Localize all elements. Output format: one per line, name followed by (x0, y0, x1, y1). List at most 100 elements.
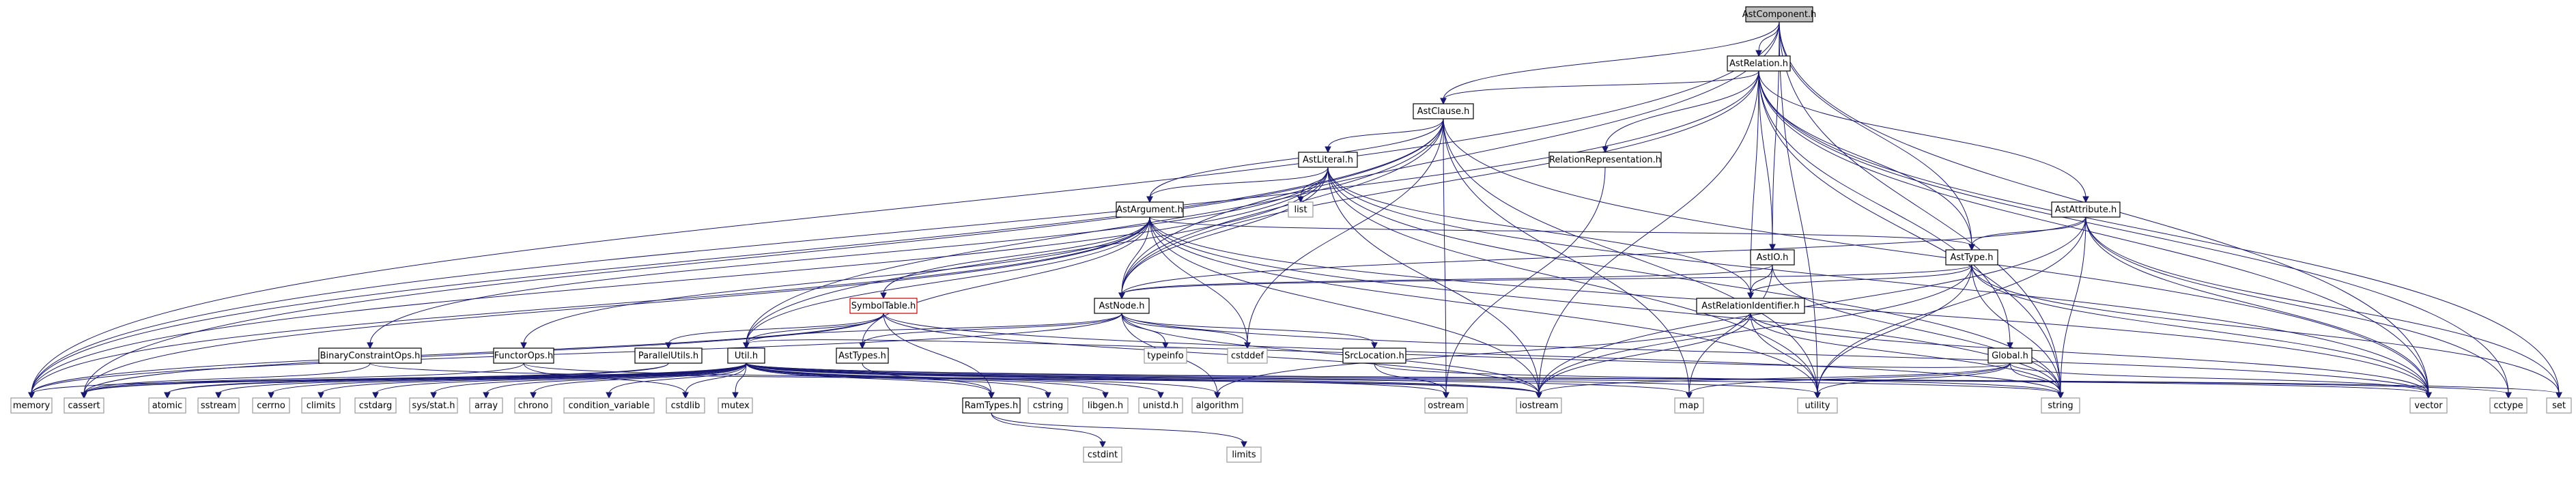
edge-astargument-h-to-string (1149, 216, 2064, 399)
node-astliteral-h[interactable]: AstLiteral.h (1298, 152, 1358, 168)
node-util-h[interactable]: Util.h (727, 347, 765, 364)
edge-line (2009, 362, 2061, 395)
node-box (1288, 201, 1314, 218)
edge-line (608, 362, 747, 395)
edge-line (31, 70, 1759, 395)
edge-line (1443, 118, 1690, 395)
node-cctype: cctype (2489, 397, 2528, 414)
arrowhead (1968, 244, 1975, 251)
node-binaryconstraintops-h[interactable]: BinaryConstraintOps.h (318, 347, 422, 364)
edge-line (1817, 264, 1972, 395)
node-box (2546, 397, 2572, 414)
edge-asttype-h-to-astrelationidentifier-h (1747, 264, 1972, 300)
node-astattribute-h[interactable]: AstAttribute.h (2051, 201, 2121, 218)
node-label: climits (307, 401, 336, 411)
edge-line (1149, 216, 1248, 345)
edge-astrelation-h-to-astclause-h (1440, 70, 1759, 105)
arrowhead (1602, 146, 1609, 154)
edge-line (1971, 216, 2086, 246)
edge-util-h-to-cstdlib (682, 362, 747, 399)
node-parallelutils-h[interactable]: ParallelUtils.h (634, 347, 703, 364)
node-label: cctype (2493, 401, 2523, 411)
node-cstdlib: cstdlib (666, 397, 705, 414)
node-relationrepresentation-h[interactable]: RelationRepresentation.h (1548, 152, 1662, 168)
edge-line (746, 362, 1049, 395)
node-box (2051, 201, 2121, 218)
edge-line (746, 362, 992, 395)
edge-line (1121, 313, 1248, 345)
node-label: cstdint (1088, 450, 1118, 460)
node-iostream: iostream (1516, 397, 1562, 414)
node-label: cassert (68, 401, 100, 411)
edge-util-h-to-array (483, 362, 747, 399)
arrowhead (1755, 50, 1762, 57)
edge-line (746, 362, 1818, 395)
node-astrelationidentifier-h[interactable]: AstRelationIdentifier.h (1696, 298, 1805, 314)
node-ramtypes-h[interactable]: RamTypes.h (962, 397, 1021, 414)
node-label: AstRelationIdentifier.h (1701, 301, 1799, 311)
arrowhead (1814, 392, 1821, 399)
edge-asttype-h-to-set (1971, 264, 2562, 399)
edge-line (746, 313, 1122, 345)
node-box (666, 397, 705, 414)
edge-line (433, 362, 747, 395)
edge-line (1247, 118, 1444, 345)
edge-astliteral-h-to-vector (1327, 167, 2432, 399)
node-label: Global.h (1992, 351, 2028, 361)
edge-asttype-h-to-utility (1814, 264, 1972, 399)
node-functorops-h[interactable]: FunctorOps.h (493, 347, 554, 364)
edge-line (485, 362, 747, 395)
nodes-layer: AstComponent.hAstRelation.hAstClause.hAs… (10, 6, 2572, 463)
node-chrono: chrono (514, 397, 552, 414)
node-symboltable-h[interactable]: SymbolTable.h (849, 298, 918, 314)
edge-astnode-h-to-cstddef (1121, 313, 1251, 350)
arrowhead (606, 392, 612, 399)
node-label: sys/stat.h (412, 401, 455, 411)
node-srclocation-h[interactable]: SrcLocation.h (1342, 347, 1406, 364)
edge-line (1758, 70, 2061, 395)
node-box (836, 347, 889, 364)
edge-line (1121, 264, 1773, 295)
edge-line (746, 362, 1161, 395)
node-asttypes-h[interactable]: AstTypes.h (836, 347, 889, 364)
node-box (409, 397, 458, 414)
edge-line (1374, 362, 2061, 395)
node-box (197, 397, 240, 414)
node-cstdarg: cstdarg (354, 397, 397, 414)
edge-line (991, 412, 1245, 444)
node-astio-h[interactable]: AstIO.h (1750, 249, 1795, 266)
edge-line (668, 313, 884, 345)
edge-line (1327, 167, 2429, 395)
edge-astargument-h-to-functorops-h (520, 216, 1150, 350)
edge-line (369, 167, 1329, 345)
edge-astcomponent-h-to-asttype-h (1779, 21, 1975, 251)
edge-line (1604, 70, 1759, 149)
node-box (1945, 249, 1998, 266)
node-box (1342, 347, 1406, 364)
node-box (252, 397, 290, 414)
edge-line (1758, 70, 2429, 395)
node-astargument-h[interactable]: AstArgument.h (1116, 201, 1184, 218)
node-astclause-h[interactable]: AstClause.h (1413, 103, 1474, 119)
edge-line (862, 313, 1122, 345)
edge-line (1443, 21, 1780, 100)
node-label: limits (1232, 450, 1256, 460)
node-astrelation-h[interactable]: AstRelation.h (1727, 55, 1791, 72)
node-label: typeinfo (1147, 351, 1183, 361)
edge-line (83, 313, 884, 395)
edge-line (1817, 216, 2086, 395)
edge-astrelation-h-to-vector (1758, 70, 2432, 399)
arrowhead (2556, 392, 2562, 399)
node-limits: limits (1226, 446, 1262, 463)
arrowhead (1747, 292, 1754, 300)
edge-line (1149, 118, 1444, 199)
node-asttype-h[interactable]: AstType.h (1945, 249, 1998, 266)
edge-line (1779, 21, 1818, 395)
edge-line (1758, 70, 2560, 395)
node-global-h[interactable]: Global.h (1987, 347, 2033, 364)
node-astnode-h[interactable]: AstNode.h (1094, 298, 1150, 314)
edge-line (1443, 118, 1818, 395)
node-label: string (2048, 401, 2073, 411)
node-box (1413, 103, 1474, 119)
node-astcomponent-h[interactable]: AstComponent.h (1742, 6, 1817, 23)
